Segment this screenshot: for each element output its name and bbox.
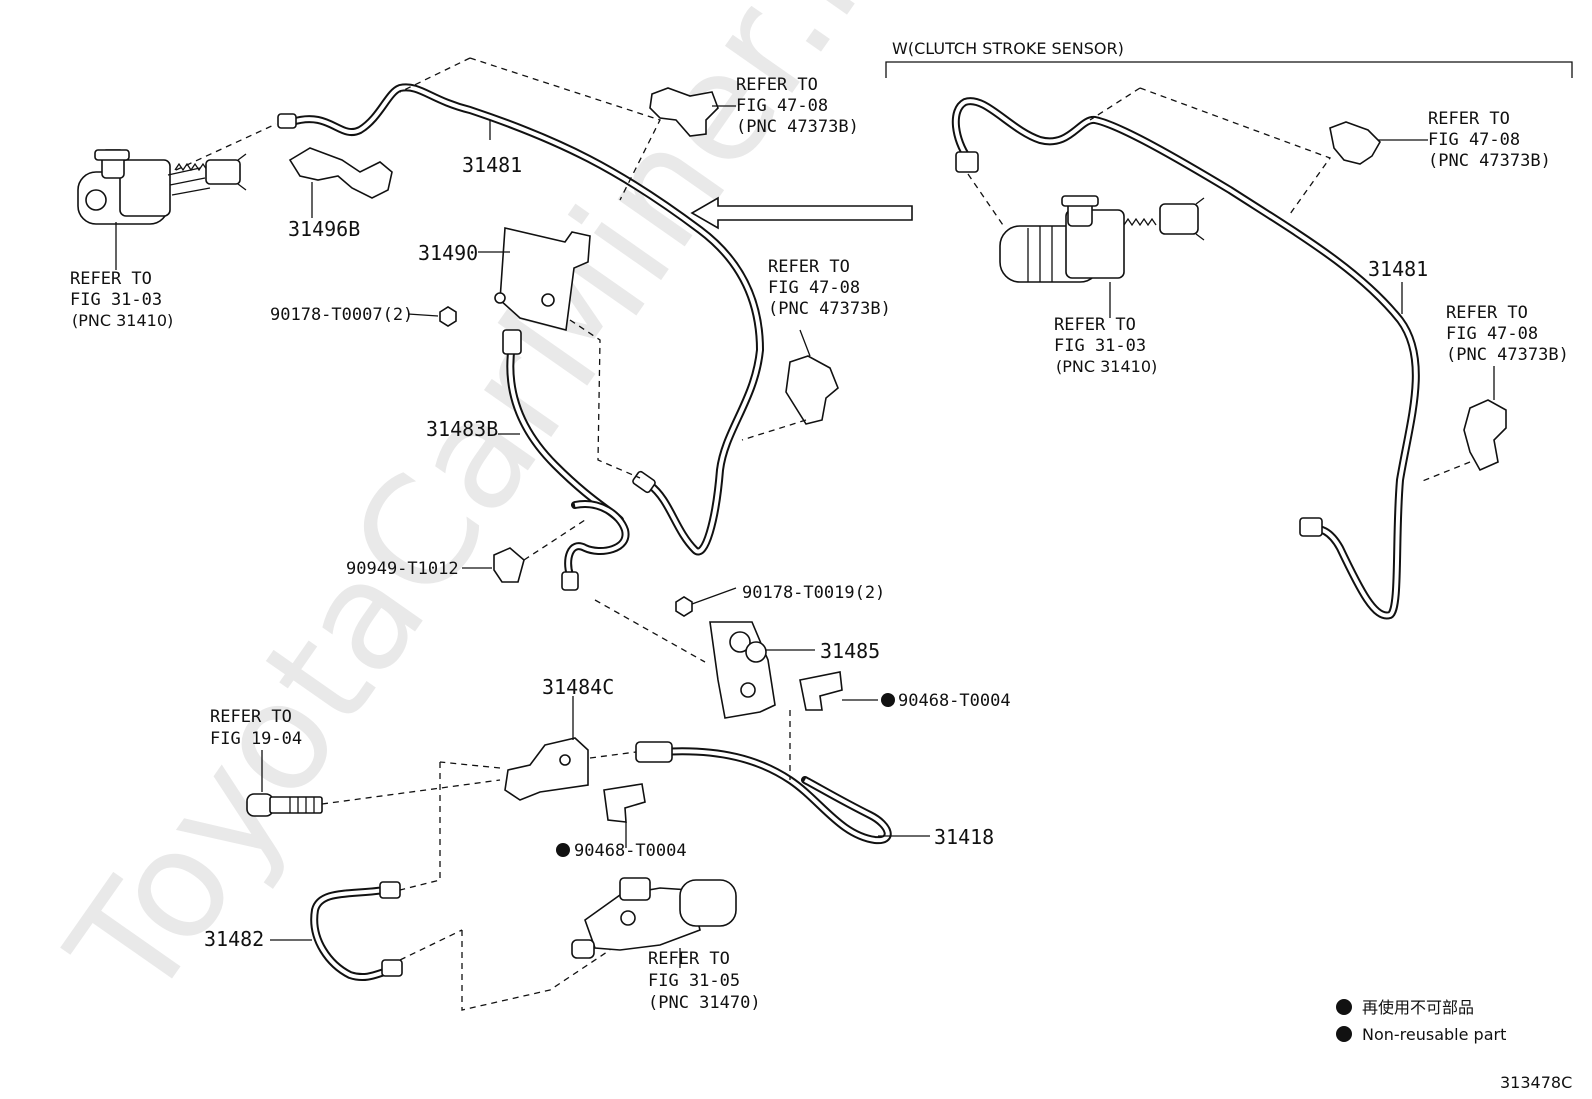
connector-clip-b: [785, 355, 839, 425]
variant-label: W(CLUTCH STROKE SENSOR): [892, 39, 1124, 58]
part-number-90949-T1012: 90949-T1012: [346, 559, 459, 579]
refer-to-label: REFER TO: [768, 257, 850, 277]
master-cylinder-right: [999, 195, 1205, 283]
tube-bend: [561, 500, 630, 591]
refer-to-label: REFER TO: [70, 269, 152, 289]
refer-to-label: REFER TO: [1446, 303, 1528, 323]
part-number-31484C: 31484C: [542, 675, 614, 699]
refer-to-label: REFER TO: [1428, 109, 1510, 129]
connector-clip-c: [1329, 121, 1381, 165]
refer-fig-label: FIG 47-08: [1446, 324, 1538, 344]
refer-to-label: REFER TO: [648, 949, 730, 969]
part-number-31485: 31485: [820, 639, 880, 663]
refer-to-label: REFER TO: [736, 75, 818, 95]
pipe-fitting: [1299, 517, 1323, 537]
part-number-31496B: 31496B: [288, 217, 360, 241]
hose-31418: [635, 741, 892, 845]
bracket-31490: [494, 227, 591, 332]
refer-to-label: REFER TO: [210, 707, 292, 727]
refer-to-label: REFER TO: [1054, 315, 1136, 335]
clip-90468-T0004-a: [799, 671, 843, 711]
legend: 再使用不可部品 Non-reusable part: [1336, 998, 1506, 1044]
refer-pnc-label: (PNC 31410): [1056, 357, 1157, 376]
diagram-code: 313478C: [1500, 1073, 1572, 1092]
part-number-31482: 31482: [204, 927, 264, 951]
legend-jp: 再使用不可部品: [1362, 998, 1474, 1017]
refer-fig-label: FIG 47-08: [768, 278, 860, 298]
clip-90468-T0004-b: [603, 783, 646, 823]
non-reusable-marker: [556, 843, 570, 857]
part-number-90468-T0004: 90468-T0004: [574, 841, 687, 861]
refer-fig-label: FIG 31-03: [1054, 336, 1146, 356]
pipe-fitting: [379, 881, 401, 899]
refer-fig-label: FIG 47-08: [736, 96, 828, 116]
refer-pnc-label: (PNC 31470): [648, 993, 761, 1013]
part-number-31481: 31481: [1368, 257, 1428, 281]
refer-pnc-label: (PNC 47373B): [736, 117, 859, 137]
pipe-fitting: [381, 959, 403, 977]
nut-90178-T0019: [675, 596, 693, 617]
legend-marker: [1336, 999, 1352, 1015]
clip-90949-T1012: [493, 547, 525, 583]
refer-pnc-label: (PNC 47373B): [1428, 151, 1551, 171]
legend-en: Non-reusable part: [1362, 1025, 1506, 1044]
connector-clip-d: [1463, 399, 1507, 472]
refer-pnc-label: (PNC 47373B): [1446, 345, 1569, 365]
connector-clip-a: [649, 87, 719, 137]
bracket-31485: [709, 621, 776, 719]
pipe-fitting: [955, 151, 979, 173]
bolt-fig-19-04: [246, 793, 323, 817]
pipe-fitting: [502, 329, 522, 355]
part-number-90468-T0004: 90468-T0004: [898, 691, 1011, 711]
variant-bracket: [885, 61, 1573, 78]
direction-arrow: [690, 196, 913, 230]
part-number-31481: 31481: [462, 153, 522, 177]
part-number-31490: 31490: [418, 241, 478, 265]
part-number-31483B: 31483B: [426, 417, 498, 441]
part-number-31418: 31418: [934, 825, 994, 849]
bracket-31484C: [504, 737, 589, 801]
legend-marker: [1336, 1026, 1352, 1042]
hose-fitting: [635, 741, 673, 763]
pipe-31482: [310, 881, 403, 982]
part-number-90178-T0007: 90178-T0007(2): [270, 305, 413, 325]
non-reusable-marker: [881, 693, 895, 707]
pipe-fitting: [277, 113, 297, 129]
refer-fig-label: FIG 31-03: [70, 290, 162, 310]
clamp-31496B: [288, 147, 393, 199]
pipe-31481-right: [951, 97, 1420, 620]
master-cylinder-left: [77, 149, 247, 225]
refer-pnc-label: (PNC 47373B): [768, 299, 891, 319]
refer-pnc-label: (PNC 31410): [72, 311, 173, 330]
pipe-fitting: [561, 571, 579, 591]
refer-fig-label: FIG 47-08: [1428, 130, 1520, 150]
refer-fig-label: FIG 19-04: [210, 729, 302, 749]
release-cylinder: [571, 877, 737, 959]
nut-90178-T0007: [439, 306, 457, 327]
part-number-90178-T0019: 90178-T0019(2): [742, 583, 885, 603]
refer-fig-label: FIG 31-05: [648, 971, 740, 991]
